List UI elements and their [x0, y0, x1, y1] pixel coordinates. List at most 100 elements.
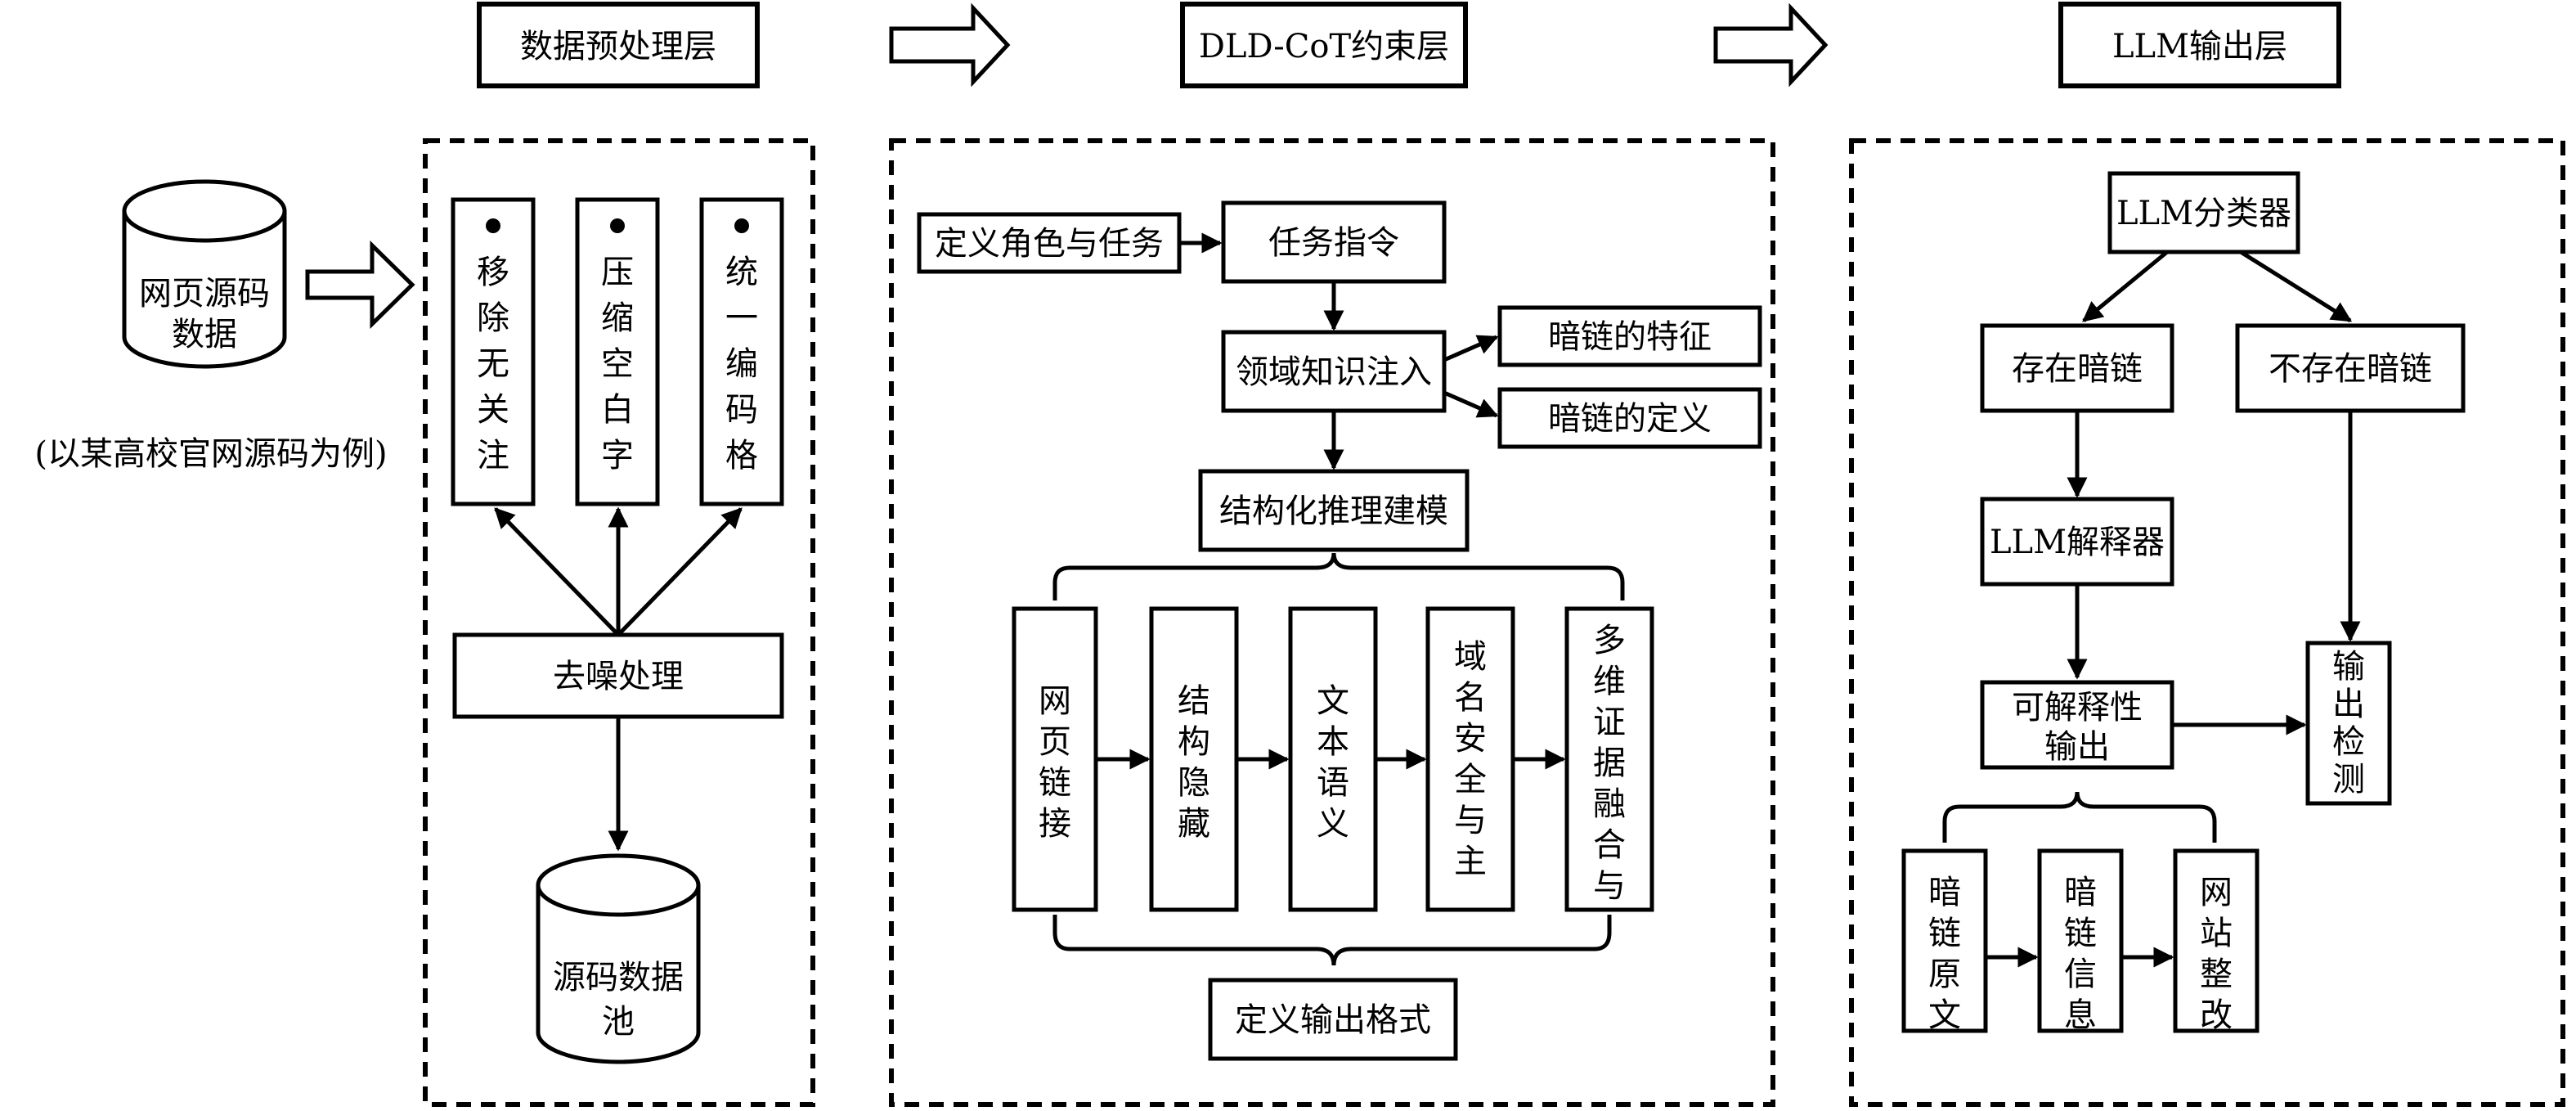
step-char: 编: [725, 345, 758, 383]
step-char: 义: [1317, 805, 1349, 843]
step-char: 页: [1039, 723, 1071, 761]
classifier-to-not-exists-arrow: [2239, 250, 2353, 323]
step-char: 维: [1593, 663, 1626, 700]
exists-label: 存在暗链: [2012, 350, 2143, 388]
modeling-top-brace: [1052, 552, 1625, 600]
layer-title-preprocess: 数据预处理层: [520, 28, 716, 65]
step-char: 名: [1454, 679, 1487, 717]
data-pool-cylinder: 源码数据 池: [536, 853, 701, 1064]
source-cylinder-line-2: 数据: [172, 316, 237, 353]
cot-layer-frame: [889, 138, 1775, 1107]
result-char: 检: [2332, 723, 2365, 761]
cot-step-domain-security: 域 名 安 全 与 主: [1425, 606, 1515, 912]
output-format-box: 定义输出格式: [1208, 978, 1458, 1061]
source-cylinder-line-1: 网页源码: [139, 275, 270, 313]
step-char: 除: [477, 299, 509, 337]
classifier-to-exists-arrow: [2082, 250, 2169, 322]
step-char: 统: [725, 254, 758, 291]
result-char: 测: [2332, 761, 2365, 798]
role-task-label: 定义角色与任务: [935, 225, 1164, 263]
explainable-line-1: 可解释性: [2012, 689, 2143, 726]
output-format-label: 定义输出格式: [1235, 1001, 1431, 1039]
step-char: 主: [1454, 843, 1487, 880]
denoise-to-step-3-arrow: [617, 507, 743, 636]
instruction-label: 任务指令: [1268, 224, 1399, 262]
explainable-brace: [1942, 791, 2217, 843]
knowledge-to-feature-arrow: [1443, 335, 1499, 362]
preprocess-step-remove-comments: 移 除 无 关 注: [451, 197, 536, 506]
step-char: 空: [601, 345, 634, 383]
step-char: 本: [1317, 723, 1349, 761]
modeling-bottom-brace: [1052, 915, 1612, 966]
classifier-label: LLM分类器: [2116, 195, 2291, 232]
pool-line-2: 池: [602, 1003, 635, 1041]
action-summarize-info: 暗 链 信 息: [2037, 848, 2124, 1034]
explainer-label: LLM解释器: [1990, 524, 2165, 561]
header-flow-arrow-1: [889, 2, 1011, 88]
step-char: 关: [477, 391, 509, 429]
layer-header-output: LLM输出层: [2058, 2, 2341, 88]
definition-label: 暗链的定义: [1548, 400, 1712, 438]
step-char: 文: [1317, 682, 1349, 720]
step-char: 字: [601, 437, 634, 475]
definition-box: 暗链的定义: [1497, 387, 1762, 449]
step-char: 安: [1454, 720, 1487, 758]
cot-step-evidence-fusion: 多 维 证 据 融 合 与: [1564, 606, 1654, 912]
action-char: 站: [2200, 915, 2233, 952]
step-char: 语: [1317, 764, 1349, 802]
output-layer-frame: [1849, 138, 2565, 1107]
step-char: 全: [1454, 761, 1487, 798]
action-char: 整: [2200, 956, 2233, 993]
bullet-icon: [734, 218, 749, 233]
layer-title-cot: DLD-CoT约束层: [1199, 28, 1449, 65]
denoise-to-step-1-arrow: [494, 507, 620, 636]
step-char: 与: [1454, 802, 1487, 839]
role-task-box: 定义角色与任务: [917, 212, 1182, 274]
step-char: 注: [477, 437, 509, 475]
layer-header-preprocess: 数据预处理层: [477, 2, 760, 88]
not-exists-label: 不存在暗链: [2269, 350, 2432, 388]
denoise-box: 去噪处理: [452, 632, 784, 719]
knowledge-to-definition-arrow: [1443, 390, 1499, 418]
cot-step-hidden-structure: 结 构 隐 藏: [1149, 606, 1239, 912]
action-char: 链: [1928, 915, 1961, 952]
bullet-icon: [486, 218, 500, 233]
step-char: 结: [1178, 682, 1210, 720]
action-char: 链: [2064, 915, 2097, 952]
preprocess-layer-frame: [423, 138, 815, 1107]
step-char: 域: [1454, 638, 1487, 676]
step-char: 压: [601, 254, 634, 291]
step-char: 网: [1039, 682, 1071, 720]
step-char: 据: [1593, 744, 1626, 782]
step-char: 缩: [601, 299, 634, 337]
step-char: 隐: [1178, 764, 1210, 802]
step-char: 格: [725, 437, 758, 475]
modeling-label: 结构化推理建模: [1219, 493, 1448, 530]
step-char: 构: [1178, 723, 1210, 761]
step-char: 一: [725, 299, 758, 337]
pool-line-1: 源码数据: [553, 959, 684, 996]
detection-result-box: 输 出 检 测: [2305, 641, 2392, 806]
header-flow-arrow-2: [1713, 2, 1829, 88]
step-char: 多: [1593, 622, 1626, 659]
result-char: 出: [2332, 686, 2365, 723]
classifier-box: LLM分类器: [2107, 171, 2300, 254]
step-char: 藏: [1178, 805, 1210, 843]
layer-title-output: LLM输出层: [2112, 28, 2287, 65]
action-char: 暗: [1928, 874, 1961, 911]
step-char: 码: [725, 391, 758, 429]
exists-box: 存在暗链: [1980, 323, 2174, 413]
step-char: 证: [1593, 704, 1626, 741]
action-locate-original: 暗 链 原 文: [1901, 848, 1988, 1034]
not-exists-box: 不存在暗链: [2235, 323, 2466, 413]
step-char: 白: [601, 391, 634, 429]
feature-box: 暗链的特征: [1497, 305, 1762, 367]
step-char: 融: [1593, 785, 1626, 823]
modeling-box: 结构化推理建模: [1198, 469, 1470, 552]
step-char: 接: [1039, 805, 1071, 843]
cot-step-entity-extraction: 网 页 链 接: [1012, 606, 1098, 912]
source-cylinder: 网页源码 数据: [122, 179, 287, 369]
layer-header-cot: DLD-CoT约束层: [1180, 2, 1468, 88]
action-char: 网: [2200, 874, 2233, 911]
